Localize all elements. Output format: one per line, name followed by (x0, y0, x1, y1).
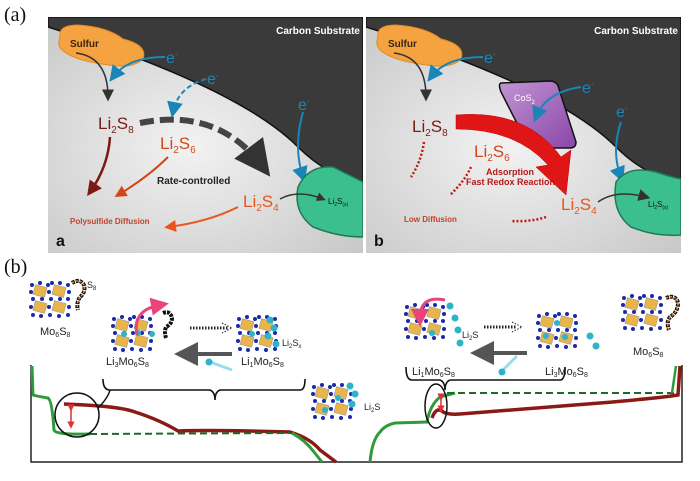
electron-3: e- (616, 104, 628, 121)
right-bracket (405, 366, 566, 391)
li3mo6s8-right-label: Li3Mo6S8 (545, 366, 588, 379)
li2s-cluster-center (322, 382, 359, 413)
electron-2: e- (207, 71, 219, 88)
li2s4-low-diffusion-arrow (510, 215, 547, 223)
left-highlight-circle (54, 392, 100, 438)
lithium-ion-left (205, 358, 213, 366)
electron-2: e- (582, 80, 594, 97)
li2s6-diffusion-arrow (114, 156, 169, 198)
discharge-curve-green-tail (291, 431, 324, 463)
lithium-ion-comet-left (209, 360, 233, 372)
transfer-arrow-pink-right (411, 297, 446, 327)
right-highlight-circle (424, 383, 448, 429)
electron-arrow-1 (427, 56, 484, 82)
carbon-substrate-label: Carbon Substrate (276, 26, 360, 37)
li2s-center-label: Li2S (364, 402, 380, 414)
polysulfide-diffusion-label: Polysulfide Diffusion (70, 217, 150, 226)
li2s4-to-li2s-arrow (279, 192, 326, 201)
fast-redox-arrow (455, 114, 572, 196)
lithium-ion-right (498, 368, 506, 376)
electron-arrow-3 (292, 111, 308, 183)
carbon-substrate-label: Carbon Substrate (594, 26, 678, 37)
li1mo6s8-right-label: Li1Mo6S8 (412, 366, 455, 379)
left-bracket (102, 378, 306, 401)
li2sx-cluster (249, 316, 280, 348)
li2s6-label: Li2S6 (474, 142, 510, 164)
panel-a-schematic: Carbon Substrate Sulfur e- e- e- Li2S8 L… (48, 17, 363, 253)
plot-frame (30, 365, 683, 463)
li2s-solid-blob (296, 166, 363, 238)
cos2-label: CoS2 (514, 93, 536, 106)
lithium-ion-comet-right (500, 354, 519, 373)
dotted-arrow-left-head (221, 322, 234, 334)
li1mo6s8-crystal-right (403, 302, 447, 341)
li2s-right-label: Li2S (462, 330, 478, 342)
li2s8-diffusion-arrow (87, 136, 112, 197)
fast-redox-label: Fast Redox Reaction (466, 177, 555, 187)
electron-arrow-1 (109, 56, 166, 82)
transfer-arrow-pink (134, 297, 169, 336)
rate-controlled-arrow (139, 116, 271, 177)
low-diffusion-label: Low Diffusion (404, 215, 457, 224)
adsorption-label: Adsorption (486, 167, 534, 177)
li3mo6s8-crystal-right (535, 311, 579, 350)
li2s4-label: Li2S4 (561, 195, 597, 217)
li-ions-right-crystal (543, 320, 600, 350)
discharge-curve-red (63, 402, 338, 464)
li1mo6s8-left-label: Li1Mo6S8 (241, 356, 284, 369)
electron-arrow-cos2 (532, 86, 582, 123)
li2s-solid-label: Li2S(s) (328, 197, 349, 208)
figure-label-b: (b) (4, 256, 28, 278)
charge-curve-green-end (670, 365, 678, 394)
li2sx-label: Li2Sx (282, 338, 301, 350)
li2s-solid-label: Li2S(s) (648, 200, 669, 211)
figure-label-a: (a) (4, 4, 27, 26)
sulfur-label: Sulfur (388, 39, 417, 50)
li2s6-low-diffusion-arrow (449, 166, 473, 196)
dotted-arrow-right-head (511, 321, 524, 333)
li3mo6s8-left-label: Li3Mo6S8 (106, 356, 149, 369)
s8-chain-center (162, 310, 175, 339)
rate-controlled-label: Rate-controlled (157, 176, 230, 187)
li2s8-label: Li2S8 (98, 114, 134, 136)
mo6s8-left-label: Mo6S8 (40, 326, 71, 339)
discharge-curve-green (30, 365, 91, 436)
li2s4-label: Li2S4 (243, 192, 279, 214)
mo6s8-crystal-right (620, 293, 664, 332)
s8-chain-right-glow (665, 296, 679, 331)
electron-arrow-3 (609, 121, 625, 183)
electron-1: e- (166, 50, 178, 67)
dashed-reference-left (89, 432, 291, 435)
sulfur-label: Sulfur (70, 39, 99, 50)
panel-b-sub-label: b (374, 233, 384, 250)
li2s-solid-blob (614, 169, 681, 237)
electron-arrow-2-dashed (167, 78, 207, 118)
li3mo6s8-crystal-left (110, 314, 154, 353)
mo6s8-crystal-left (28, 280, 72, 319)
li2s-crystal-center (310, 382, 354, 421)
panel-a-sub-label: a (56, 233, 65, 250)
charge-curve-green (368, 391, 456, 463)
electron-3: e- (298, 97, 310, 114)
li2s-cluster-right (429, 302, 464, 347)
li2s6-label: Li2S6 (160, 134, 196, 156)
sulfur-to-li2s8-arrow (393, 52, 432, 102)
mo6s8-right-label: Mo6S8 (633, 346, 664, 359)
s8-chain-left (70, 278, 87, 311)
s8-chain-left-glow (71, 280, 86, 311)
li2s4-diffusion-arrow (164, 206, 239, 232)
electron-1: e- (484, 50, 496, 67)
panel-b-schematic: Carbon Substrate CoS2 Sulfur e- e- e- Li… (366, 17, 681, 253)
left-bracket-pointer (97, 389, 111, 409)
sulfur-to-li2s8-arrow (75, 52, 114, 102)
li2s8-label: Li2S8 (412, 117, 448, 139)
li2s4-to-li2s-arrow (597, 189, 651, 203)
s8-label: S8 (87, 280, 97, 292)
